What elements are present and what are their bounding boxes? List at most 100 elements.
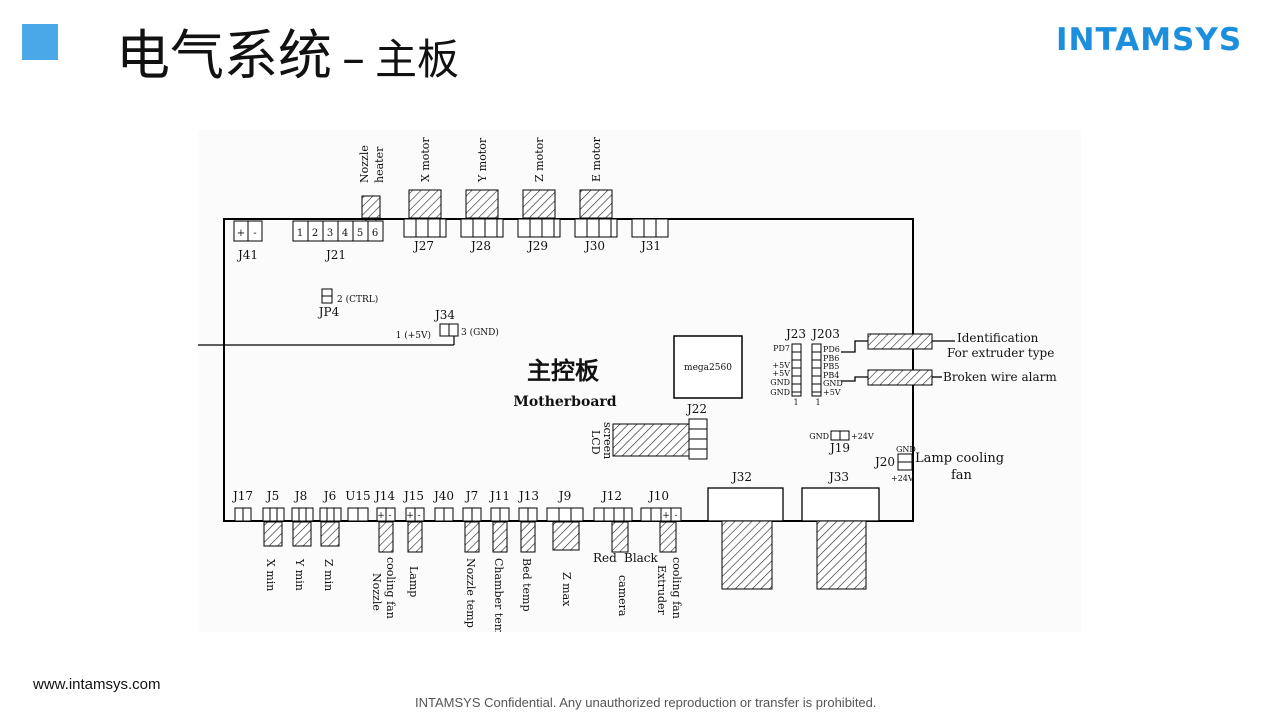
j21-label: J21: [324, 248, 346, 262]
svg-text:+5V: +5V: [823, 388, 841, 397]
red-label: Red: [593, 551, 617, 565]
j27-connector: J27: [403, 189, 447, 253]
lcd-label: LCD: [589, 430, 602, 455]
heater-label: heater: [373, 146, 386, 183]
svg-text:J17: J17: [231, 489, 253, 503]
j29-connector: J29: [517, 189, 561, 253]
svg-text:J40: J40: [432, 489, 454, 503]
mega2560-chip: mega2560: [673, 335, 743, 399]
broken-wire-wire: [841, 376, 868, 382]
svg-text:J19: J19: [828, 441, 850, 455]
svg-text:J203: J203: [810, 327, 840, 341]
j22-connector: J22: [612, 402, 708, 460]
nozzle-label: Nozzle: [358, 145, 371, 183]
broken-wire-plug: [867, 369, 933, 386]
website-link[interactable]: www.intamsys.com: [33, 676, 161, 693]
svg-text:J14: J14: [373, 489, 395, 503]
z-min-label: Z min: [322, 559, 335, 591]
svg-text:J11: J11: [488, 489, 510, 503]
confidential-notice: INTAMSYS Confidential. Any unauthorized …: [415, 695, 877, 710]
svg-text:J32: J32: [730, 470, 752, 484]
chamber-temp-label: Chamber temp: [492, 558, 505, 632]
jp4-jumper: 2 (CTRL) JP4: [317, 288, 378, 319]
identification-wire: [841, 340, 868, 353]
svg-text:J20: J20: [873, 455, 895, 469]
svg-text:4: 4: [342, 228, 348, 239]
svg-text:J13: J13: [517, 489, 539, 503]
svg-text:J33: J33: [827, 470, 849, 484]
svg-text:2: 2: [312, 228, 318, 239]
screen-label: screen: [601, 422, 614, 459]
svg-text:J7: J7: [464, 489, 478, 503]
j41-connector: + - J41: [233, 220, 263, 262]
svg-text:J8: J8: [293, 489, 307, 503]
black-label: Black: [624, 551, 659, 565]
svg-text:1: 1: [815, 398, 820, 407]
svg-text:+24V: +24V: [851, 432, 874, 441]
svg-text:J34: J34: [433, 308, 455, 322]
j28-connector: J28: [460, 189, 504, 253]
bed-temp-label: Bed temp: [520, 558, 533, 612]
svg-text:GND: GND: [823, 379, 843, 388]
lamp-label: Lamp: [407, 566, 420, 597]
svg-text:6: 6: [372, 228, 378, 239]
svg-text:1: 1: [793, 398, 798, 407]
corner-square-icon: [22, 24, 58, 60]
svg-text:-: -: [253, 228, 256, 239]
broken-wire-label: Broken wire alarm: [943, 370, 1057, 384]
svg-text:+: +: [377, 511, 385, 521]
nozzle-temp-label: Nozzle temp: [464, 558, 477, 628]
svg-text:-: -: [417, 511, 420, 521]
svg-text:J5: J5: [265, 489, 279, 503]
svg-text:+5V: +5V: [772, 361, 790, 370]
svg-text:J22: J22: [685, 402, 707, 416]
extruder-fan-label-2: cooling fan: [670, 557, 683, 619]
svg-text:J30: J30: [583, 239, 605, 253]
y-motor-label: Y motor: [476, 137, 489, 183]
fan-label: fan: [951, 468, 973, 483]
e-motor-label: E motor: [590, 136, 603, 182]
svg-text:J29: J29: [526, 239, 548, 253]
identification-label: Identification: [957, 331, 1039, 345]
j20-connector: GND +24V J20: [873, 445, 916, 483]
identification-plug: [867, 333, 933, 350]
lamp-cooling-label: Lamp cooling: [915, 451, 1004, 466]
nozzle-fan-label-2: cooling fan: [384, 557, 397, 619]
title-sub: 主板: [375, 35, 460, 84]
j19-connector: GND +24V J19: [809, 430, 874, 455]
svg-text:J27: J27: [412, 239, 434, 253]
page-title: 电气系统–主板: [116, 24, 459, 89]
motherboard-diagram: + - J41 1 2 3 4 5 6 J21 Nozzle heater J2…: [198, 136, 1057, 641]
intamsys-logo: INTAMSYS: [1056, 22, 1243, 58]
svg-text:+24V: +24V: [891, 474, 914, 483]
svg-text:J23: J23: [784, 327, 806, 341]
bottom-connector-labels: J17 J5 J8 J6 U15 J14 J15 J40 J7 J11 J13 …: [231, 489, 669, 503]
j41-label: J41: [236, 248, 258, 262]
j33-connector: J33: [801, 470, 880, 590]
extruder-fan-label-1: Extruder: [655, 565, 668, 616]
diagram-panel: + - J41 1 2 3 4 5 6 J21 Nozzle heater J2…: [198, 130, 1081, 641]
j21-connector: 1 2 3 4 5 6 J21: [292, 195, 384, 262]
y-min-label: Y min: [293, 558, 306, 591]
svg-text:J15: J15: [402, 489, 424, 503]
board-label-en: Motherboard: [513, 394, 616, 410]
j32-connector: J32: [707, 470, 784, 590]
camera-label: camera: [616, 575, 629, 617]
extruder-type-label: For extruder type: [947, 346, 1054, 360]
svg-text:PD7: PD7: [773, 344, 790, 353]
svg-text:1: 1: [297, 228, 303, 239]
j30-connector: J30: [574, 189, 618, 253]
title-dash: –: [342, 31, 365, 85]
nozzle-fan-label-1: Nozzle: [370, 573, 383, 611]
j203-connector: J203 PD6 PB6 PB5 PB4 GND +5V 1: [810, 327, 843, 407]
svg-text:-: -: [388, 511, 391, 521]
x-motor-label: X motor: [419, 137, 432, 182]
svg-text:PB4: PB4: [823, 371, 839, 380]
svg-text:PB5: PB5: [823, 362, 839, 371]
svg-text:PD6: PD6: [823, 345, 840, 354]
svg-text:J28: J28: [469, 239, 491, 253]
bottom-plugs: [263, 521, 677, 553]
title-main: 电气系统: [116, 24, 332, 87]
j31-connector: J31: [631, 218, 669, 253]
svg-text:+: +: [662, 511, 670, 521]
